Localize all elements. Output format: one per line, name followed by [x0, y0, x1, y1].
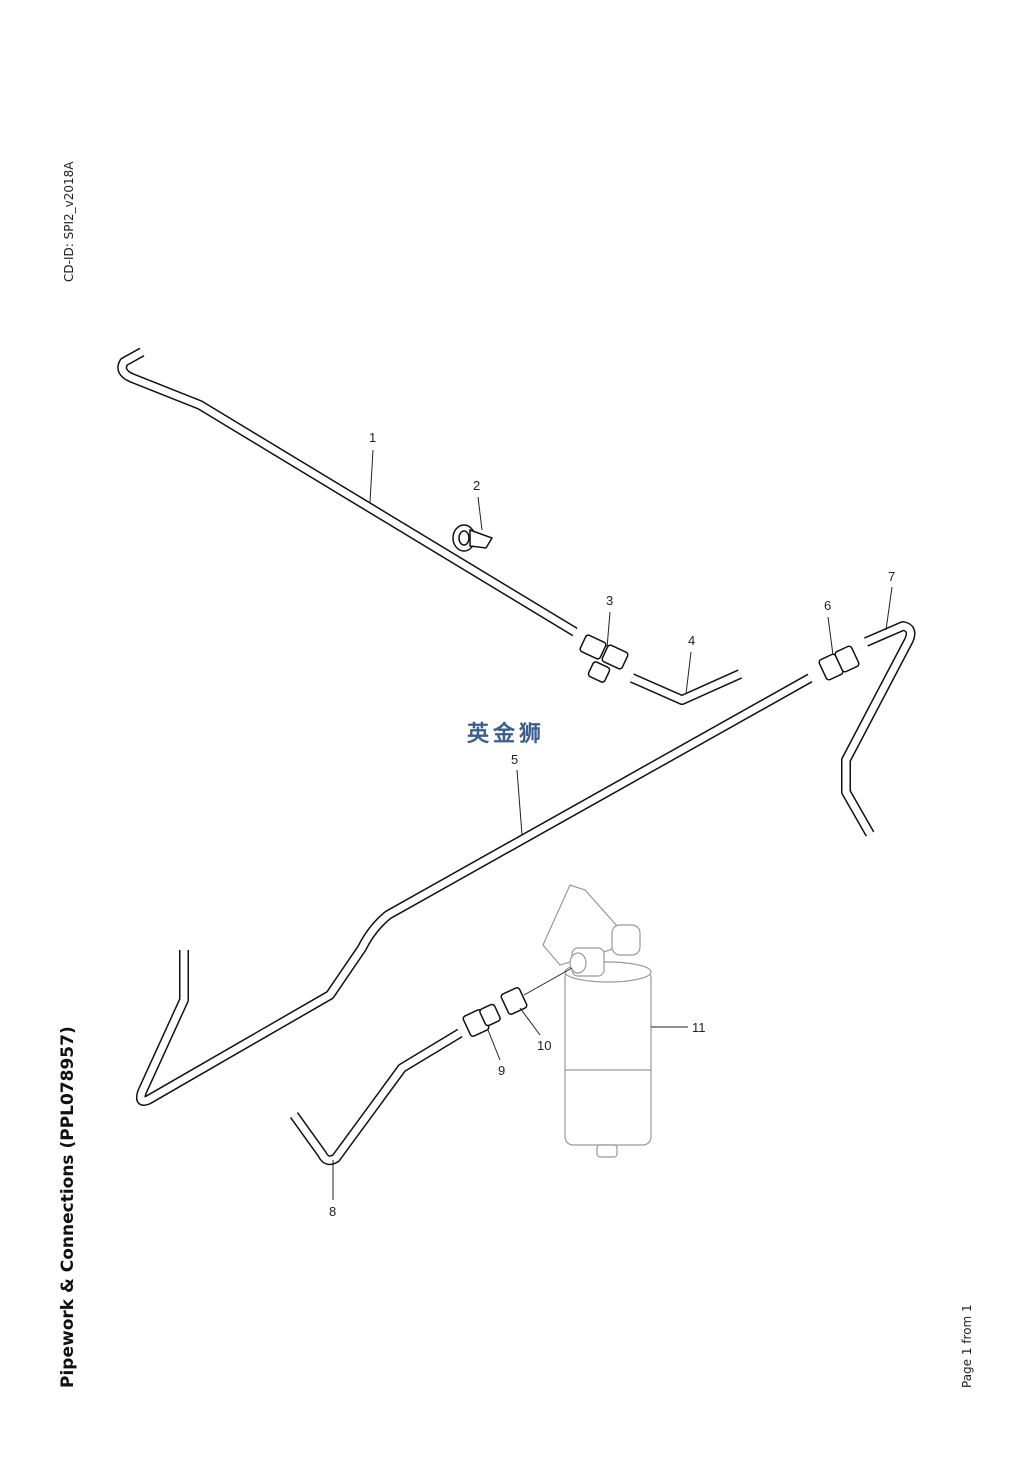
- pipe-4: [629, 669, 743, 705]
- leader-lines: [332, 449, 893, 1200]
- union-6: [818, 645, 860, 681]
- callout-7: 7: [888, 569, 895, 584]
- pipe-7: [841, 621, 916, 837]
- clip-2: [452, 524, 494, 552]
- fitting-10: [500, 967, 573, 1015]
- callout-4: 4: [688, 633, 695, 648]
- tee-fitting-3: [579, 634, 629, 683]
- callout-11: 11: [692, 1020, 706, 1035]
- fuel-filter: [542, 884, 652, 1158]
- pipe-5: [135, 673, 813, 1106]
- pipe-1: [117, 347, 578, 637]
- callout-3: 3: [606, 593, 613, 608]
- watermark: 英金狮: [467, 722, 546, 747]
- callout-9: 9: [498, 1063, 505, 1078]
- callout-5: 5: [511, 752, 518, 767]
- pipe-8: [289, 1028, 463, 1166]
- callout-10: 10: [537, 1038, 551, 1053]
- callout-2: 2: [473, 478, 480, 493]
- callout-8: 8: [329, 1204, 336, 1219]
- callout-1: 1: [369, 430, 376, 445]
- callout-6: 6: [824, 598, 831, 613]
- fitting-9: [462, 1003, 501, 1037]
